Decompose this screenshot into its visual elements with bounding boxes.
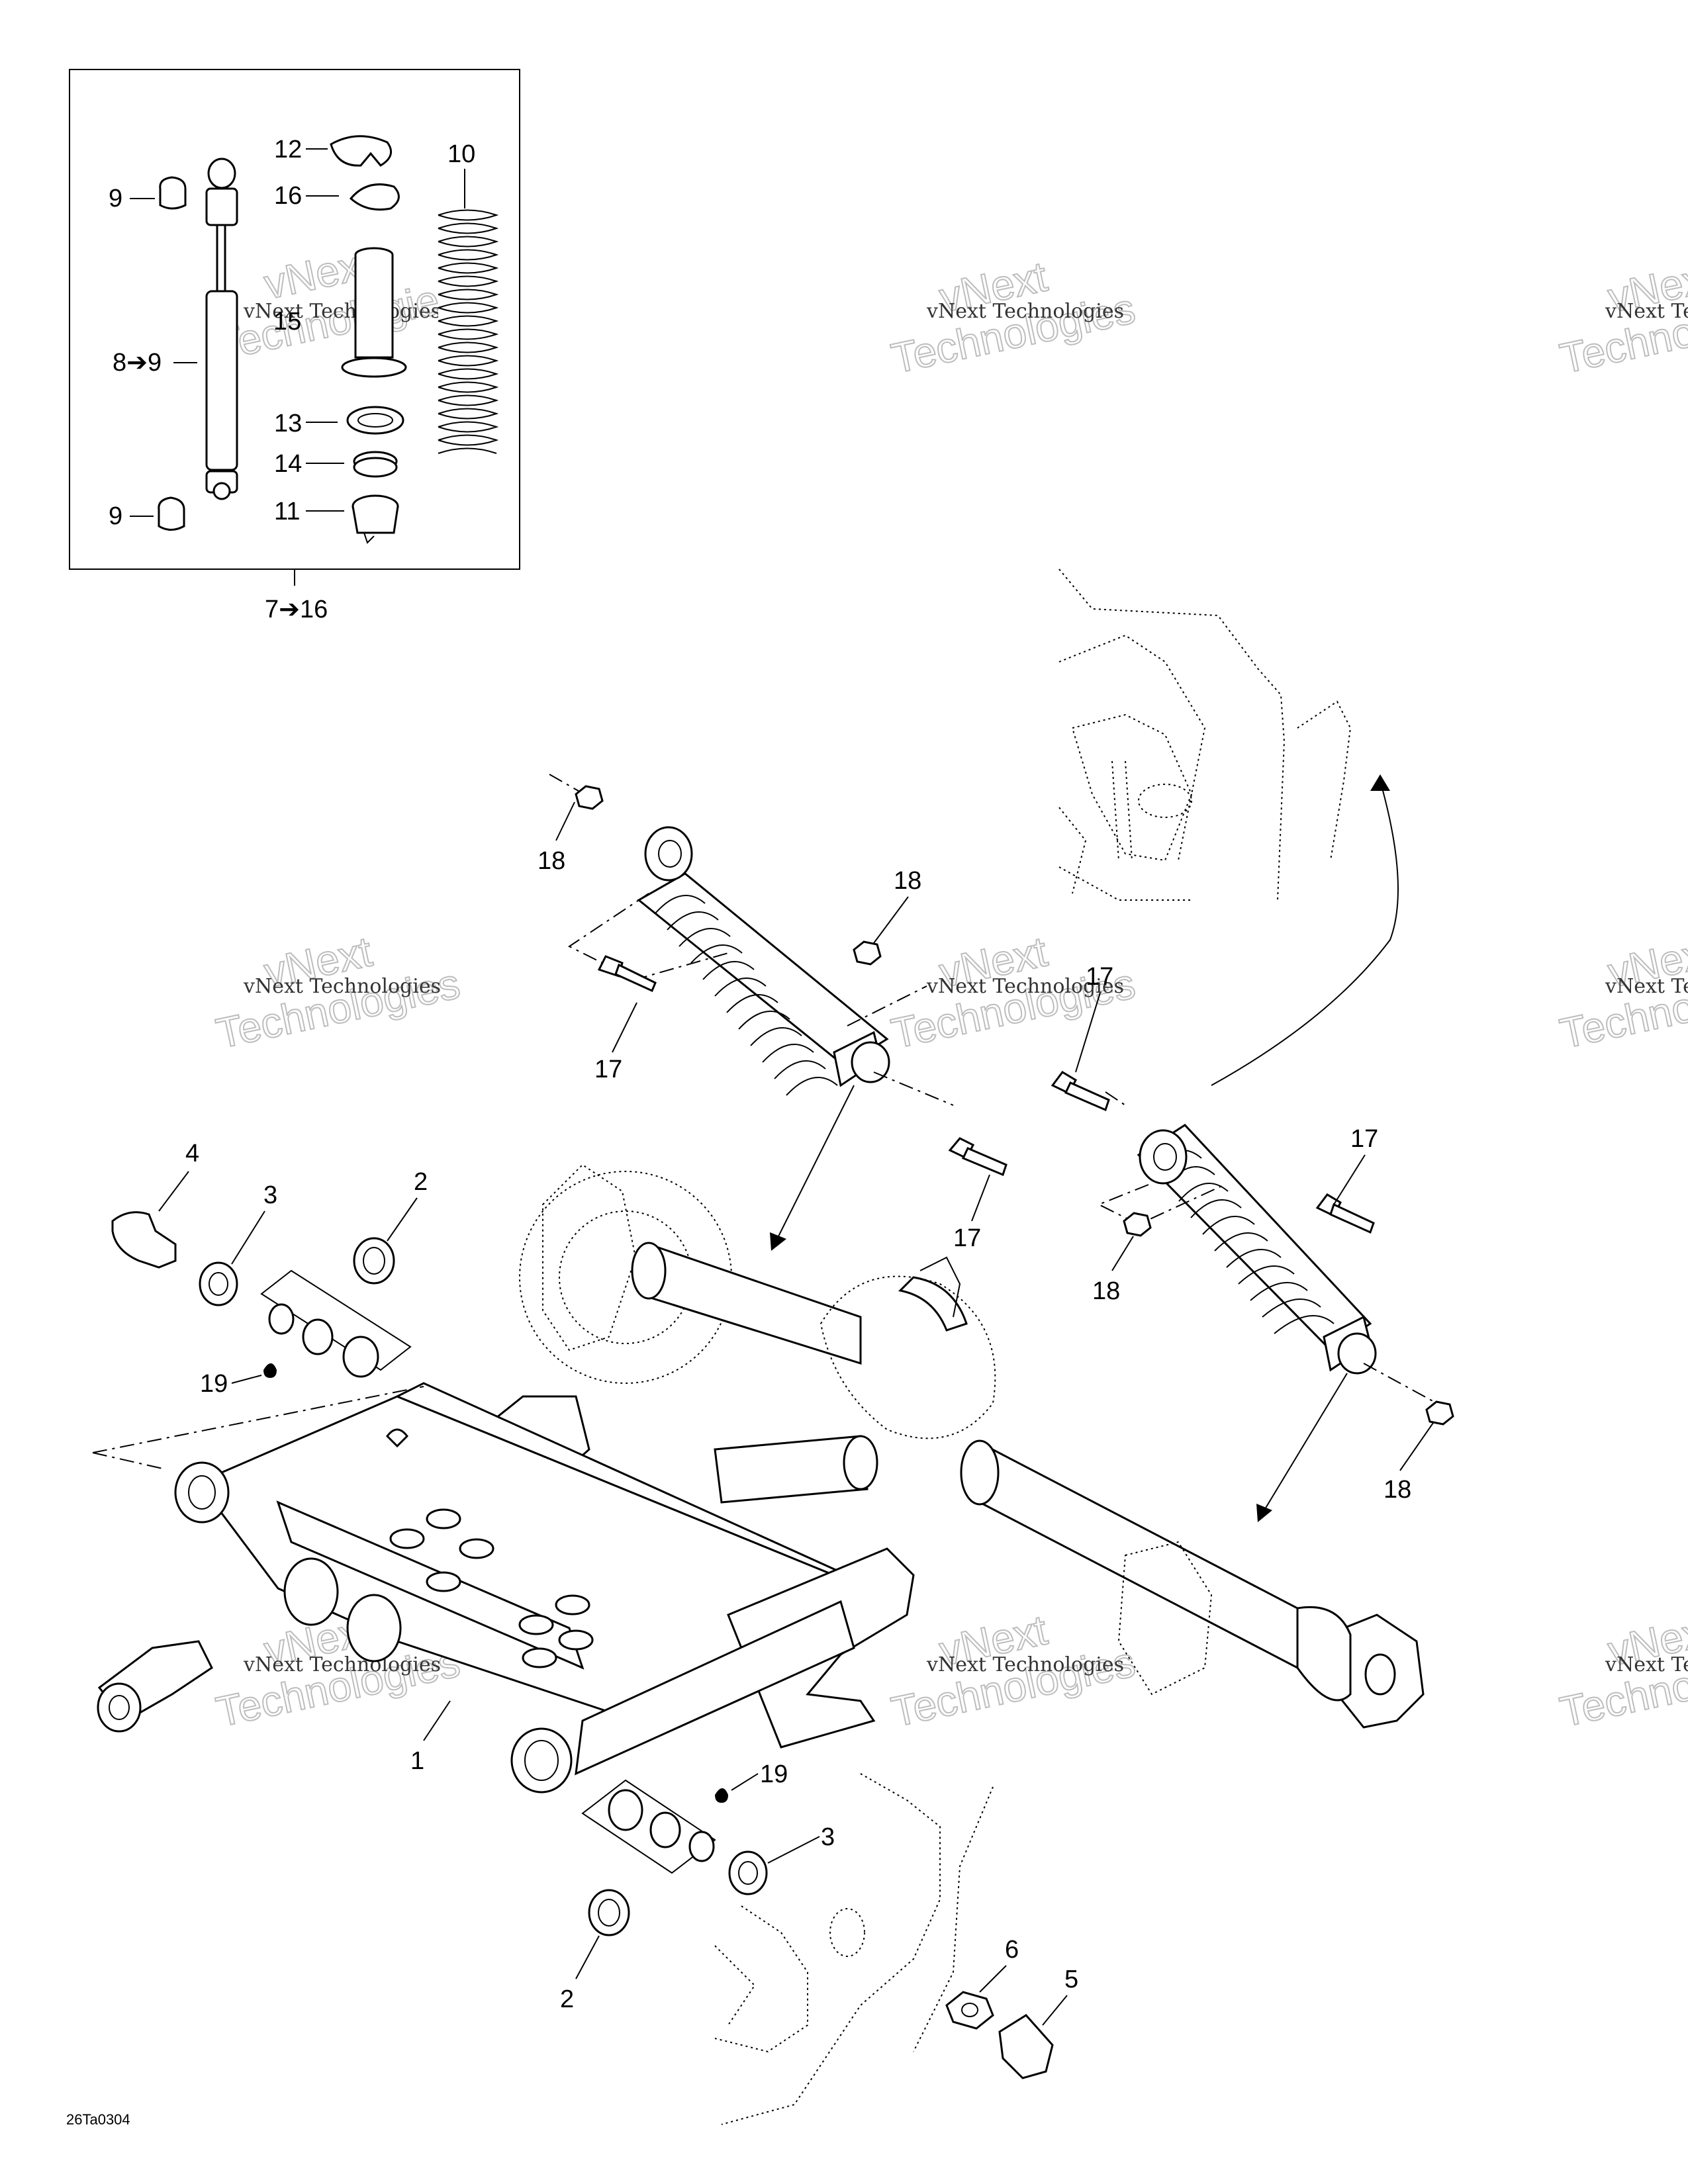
frame-lower-right: [714, 1773, 994, 2125]
callout-13[interactable]: 13: [274, 410, 302, 437]
watermark-text: vNext Technologies: [1605, 975, 1688, 998]
kit-label[interactable]: 7➔16: [265, 596, 328, 623]
spring-stopper-part-12[interactable]: [330, 135, 393, 167]
sleeve-part-15[interactable]: [341, 247, 407, 378]
watermark-text: vNext Technologies: [926, 300, 1124, 323]
nut-part-18[interactable]: [1425, 1400, 1454, 1426]
coil-spring-part-10[interactable]: [438, 209, 499, 456]
watermark-text: vNext Technologies: [1605, 300, 1688, 323]
callout-18-top-mid[interactable]: 18: [894, 867, 921, 895]
callout-14[interactable]: 14: [274, 450, 302, 478]
grease-icon: [715, 1788, 728, 1803]
left-shock-assembly[interactable]: [549, 774, 954, 1251]
callout-2-lower[interactable]: 2: [560, 1985, 574, 2013]
watermark-text: vNext Technologies: [243, 300, 441, 323]
nut-part-18[interactable]: [1123, 1212, 1152, 1237]
bolt-part-17[interactable]: [1315, 1193, 1375, 1234]
spring-stopper-part-16[interactable]: [349, 183, 400, 211]
swing-arm-part-1[interactable]: [174, 1382, 915, 1794]
callout-19-lower[interactable]: 19: [760, 1760, 788, 1788]
bushing-part-9-top[interactable]: [159, 176, 187, 210]
callout-19-upper[interactable]: 19: [200, 1370, 228, 1398]
bolt-part-5[interactable]: [998, 2014, 1054, 2079]
callout-15[interactable]: 15: [273, 308, 301, 336]
adjuster-part-11[interactable]: [352, 494, 399, 544]
callouts-main: 18 18 17 17 17 17 18 18 4 3 2 19 1 19 3 …: [158, 801, 1434, 2026]
watermark-text: vNext Technologies: [926, 975, 1124, 998]
watermark-text: vNext Technologies: [243, 1653, 441, 1676]
ring-part-14[interactable]: [353, 451, 398, 478]
callout-18-top-left[interactable]: 18: [538, 847, 565, 875]
watermark-text: vNext Technologies: [926, 1653, 1124, 1676]
bearing-part-2-upper[interactable]: [353, 1237, 395, 1285]
callout-17-right[interactable]: 17: [1350, 1125, 1378, 1153]
bearing-set-lower: [581, 1779, 728, 1874]
callout-17-mid-top[interactable]: 17: [1086, 963, 1113, 991]
callout-3-upper[interactable]: 3: [263, 1181, 277, 1209]
seal-part-3-upper[interactable]: [199, 1261, 238, 1306]
bearing-set-upper: [92, 1269, 424, 1470]
watermark-text: vNext Technologies: [243, 975, 441, 998]
shock-absorber-part-8[interactable]: [205, 158, 238, 500]
callout-5[interactable]: 5: [1064, 1966, 1078, 1993]
callout-8[interactable]: 8➔9: [113, 349, 162, 377]
drive-shaft-yoke: [97, 1640, 213, 1733]
bushing-part-9-bottom[interactable]: [158, 496, 185, 531]
callout-16[interactable]: 16: [274, 182, 302, 210]
watermark-text: vNext Technologies: [1605, 1653, 1688, 1676]
bushing-part-4[interactable]: [111, 1211, 177, 1269]
bearing-part-2-lower[interactable]: [588, 1889, 630, 1936]
callout-10[interactable]: 10: [447, 140, 475, 168]
bolt-part-17[interactable]: [1051, 1071, 1110, 1112]
grease-icon: [263, 1363, 277, 1378]
rear-axle-assembly: [519, 1163, 1425, 1729]
arrowhead: [1370, 774, 1390, 791]
callout-18-right[interactable]: 18: [1383, 1476, 1411, 1504]
shock-kit-inset: 7➔16: [69, 69, 520, 623]
callout-9-top[interactable]: 9: [109, 185, 122, 212]
washer-part-13[interactable]: [346, 406, 404, 435]
callout-3-lower[interactable]: 3: [821, 1823, 835, 1851]
right-shock-assembly[interactable]: [1097, 1091, 1437, 1522]
seal-part-3-lower[interactable]: [728, 1850, 768, 1895]
bolt-part-17[interactable]: [597, 955, 657, 993]
nut-part-6[interactable]: [945, 1991, 994, 2030]
callout-12[interactable]: 12: [274, 136, 302, 163]
callout-6[interactable]: 6: [1005, 1936, 1019, 1964]
callout-2-upper[interactable]: 2: [414, 1168, 428, 1196]
bolt-part-17[interactable]: [948, 1137, 1008, 1177]
callout-17-mid[interactable]: 17: [953, 1224, 981, 1252]
nut-part-18[interactable]: [575, 785, 604, 810]
callout-11[interactable]: 11: [274, 498, 300, 525]
callout-17-left[interactable]: 17: [594, 1056, 622, 1083]
callout-18-mid-right[interactable]: 18: [1092, 1277, 1120, 1305]
nut-part-18[interactable]: [853, 940, 882, 966]
drawing-code: 26Ta0304: [66, 2111, 130, 2128]
callout-9-bottom[interactable]: 9: [109, 502, 122, 530]
callout-1[interactable]: 1: [410, 1747, 424, 1775]
callout-4[interactable]: 4: [185, 1140, 199, 1167]
watermark: vNext Technologies: [211, 238, 464, 370]
frame-detail: [1058, 569, 1399, 1086]
